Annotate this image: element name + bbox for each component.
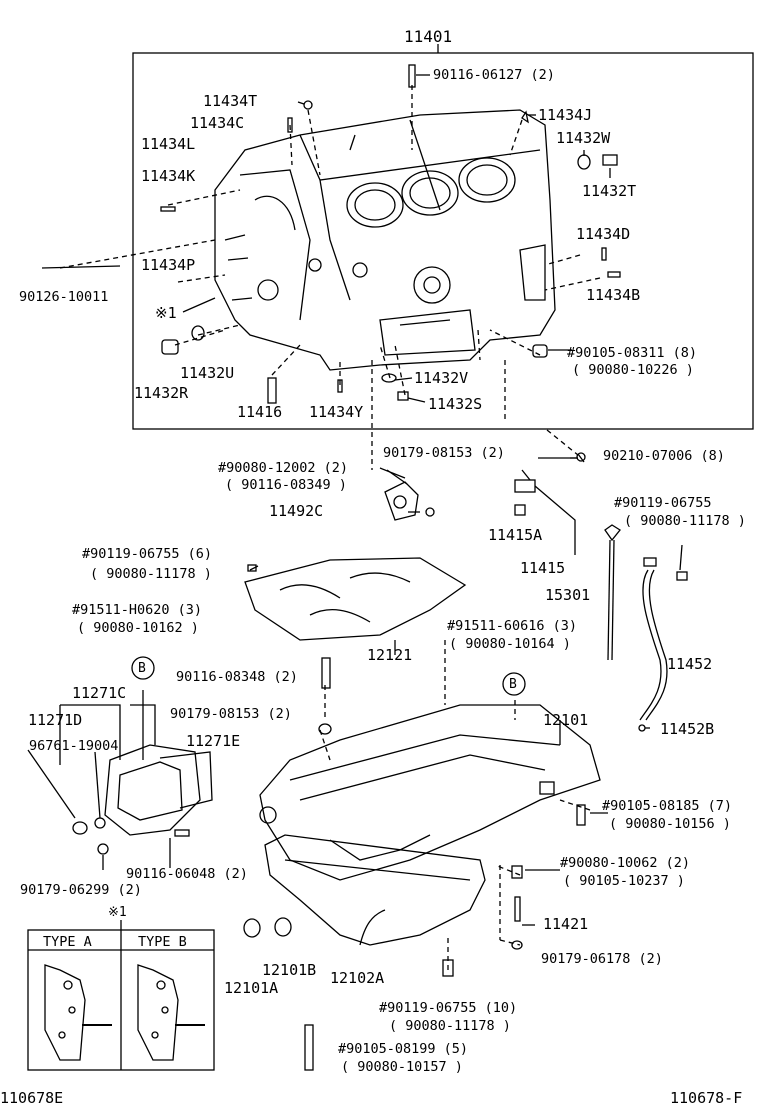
label-11452: 11452 <box>667 655 713 673</box>
label-11434c: 11434C <box>190 114 245 132</box>
label-90080-12002: #90080-12002 (2) <box>218 460 349 476</box>
filter-bracket-11271 <box>104 744 213 837</box>
label-11421: 11421 <box>543 915 589 933</box>
label-12101a: 12101A <box>224 979 279 997</box>
label-12101b: 12101B <box>262 961 317 979</box>
label-11271e: 11271E <box>186 732 241 750</box>
label-90179-06178: 90179-06178 (2) <box>541 951 663 967</box>
label-type-a: TYPE A <box>43 934 92 950</box>
label-11432t: 11432T <box>582 182 637 200</box>
label-90080-11178-right: ( 90080-11178 ) <box>624 513 746 529</box>
label-91511-60616: #91511-60616 (3) <box>447 618 578 634</box>
label-11492c: 11492C <box>269 502 324 520</box>
type-a-drawing <box>44 964 112 1061</box>
pan-small-parts <box>243 657 586 1071</box>
label-11271d: 11271D <box>28 711 83 729</box>
block-leaders <box>59 85 601 470</box>
gasket-96761 <box>94 817 106 829</box>
label-91511-h0620: #91511-H0620 (3) <box>72 602 203 618</box>
label-12121: 12121 <box>367 646 413 664</box>
label-type-b: TYPE B <box>138 934 187 950</box>
label-11415a: 11415A <box>488 526 543 544</box>
label-11452b: 11452B <box>660 720 715 738</box>
bracket-leaders <box>27 690 156 819</box>
nut-90179-06299 <box>97 843 109 855</box>
ref-b-left: B <box>138 661 146 676</box>
label-90105-08311: #90105-08311 (8) <box>567 345 698 361</box>
label-90080-10157: ( 90080-10157 ) <box>341 1059 463 1075</box>
label-leaders <box>249 74 683 926</box>
footer-left-code: 110678E <box>0 1089 64 1107</box>
label-90116-06127: 90116-06127 (2) <box>433 67 555 83</box>
label-90210-07006: 90210-07006 (8) <box>603 448 725 464</box>
label-15301: 15301 <box>545 586 591 604</box>
label-11271c: 11271C <box>72 684 127 702</box>
label-90116-08348: 90116-08348 (2) <box>176 669 298 685</box>
label-90105-08185: #90105-08185 (7) <box>602 798 733 814</box>
leader-11415a <box>521 469 531 481</box>
label-90080-10226: ( 90080-10226 ) <box>572 362 694 378</box>
ref-b-circle-left <box>131 656 155 680</box>
engine-block <box>214 109 556 371</box>
label-11416: 11416 <box>237 403 283 421</box>
label-11415: 11415 <box>520 559 566 577</box>
label-11432r: 11432R <box>134 384 189 402</box>
label-11434t: 11434T <box>203 92 258 110</box>
label-90116-06048: 90116-06048 (2) <box>126 866 248 882</box>
label-11434k: 11434K <box>141 167 196 185</box>
seal-11492c <box>379 467 435 521</box>
sensor-11415 <box>514 453 585 555</box>
dipstick-15301 <box>604 524 621 661</box>
ref1-arrow <box>182 297 216 313</box>
label-90179-06299: 90179-06299 (2) <box>20 882 142 898</box>
label-90116-08349: ( 90116-08349 ) <box>225 477 347 493</box>
leader-90210 <box>546 429 579 456</box>
baffle-plate-12121 <box>244 557 467 655</box>
label-90080-11178-bottom: ( 90080-11178 ) <box>389 1018 511 1034</box>
label-11432v: 11432V <box>414 369 469 387</box>
label-90119-06755-bottom: #90119-06755 (10) <box>379 1000 518 1016</box>
label-90080-10162: ( 90080-10162 ) <box>77 620 199 636</box>
label-90080-11178-left: ( 90080-11178 ) <box>90 566 212 582</box>
label-11432u: 11432U <box>180 364 235 382</box>
footer-right-code: 110678-F <box>670 1089 743 1107</box>
type-b-drawing <box>137 964 205 1061</box>
label-90119-06755-left: #90119-06755 (6) <box>82 546 213 562</box>
label-11434j: 11434J <box>538 106 593 124</box>
dipstick-guide-11452 <box>638 557 688 732</box>
block-small-parts <box>41 64 621 404</box>
label-90119-06755-right: #90119-06755 <box>614 495 712 511</box>
plug-96761 <box>72 821 88 835</box>
ref-b-right: B <box>509 677 517 692</box>
label-90080-10062: #90080-10062 (2) <box>560 855 691 871</box>
block-frame <box>132 52 754 430</box>
label-ref1: ※1 <box>155 304 177 322</box>
label-90126-10011: 90126-10011 <box>19 289 109 305</box>
oil-pan-12101 <box>259 704 601 881</box>
label-11434l: 11434L <box>141 135 196 153</box>
label-96761-19004: 96761-19004 <box>29 738 119 754</box>
label-90080-10156: ( 90080-10156 ) <box>609 816 731 832</box>
label-11434y: 11434Y <box>309 403 364 421</box>
label-11432w: 11432W <box>556 129 611 147</box>
label-12102a: 12102A <box>330 969 385 987</box>
washer <box>576 452 586 462</box>
label-11434p: 11434P <box>141 256 196 274</box>
label-90179-08153-top: 90179-08153 (2) <box>383 445 505 461</box>
label-11432s: 11432S <box>428 395 483 413</box>
label-90105-10237: ( 90105-10237 ) <box>563 873 685 889</box>
label-11434d: 11434D <box>576 225 631 243</box>
label-90080-10164: ( 90080-10164 ) <box>449 636 571 652</box>
label-90179-08153-mid: 90179-08153 (2) <box>170 706 292 722</box>
oil-pan-lower-12102a <box>264 834 486 946</box>
ref-b-circle-right <box>502 672 526 696</box>
label-90105-08199: #90105-08199 (5) <box>338 1041 469 1057</box>
label-12101: 12101 <box>543 711 589 729</box>
label-ref1-box: ※1 <box>108 905 127 920</box>
label-11434b: 11434B <box>586 286 641 304</box>
main-assembly-label: 11401 <box>404 27 453 46</box>
pan-leaders <box>319 640 591 970</box>
